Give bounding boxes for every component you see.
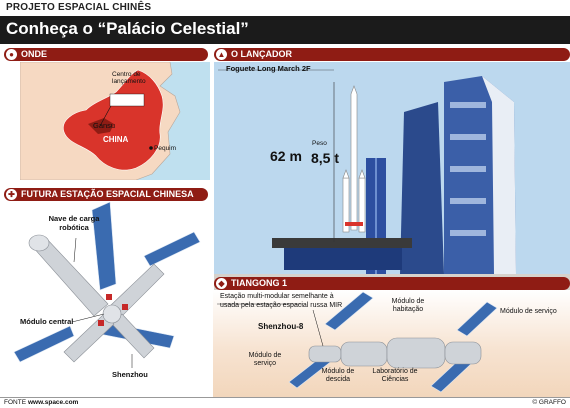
- central-module-label: Módulo central: [20, 317, 74, 326]
- cargo-leader: [73, 237, 77, 263]
- section-futura-title: FUTURA ESTAÇÃO ESPACIAL CHINESA: [21, 189, 194, 199]
- rocket-name: Foguete Long March 2F: [226, 64, 311, 73]
- pequim-dot: [149, 146, 153, 150]
- credit: © GRAFFO: [532, 399, 566, 406]
- service-module-right-label: Módulo de serviço: [500, 308, 557, 315]
- pequim-label: Pequim: [154, 145, 177, 152]
- gansu-label: Gansu: [93, 121, 116, 130]
- section-lancador: ▲ O LANÇADOR: [214, 48, 570, 61]
- satellite-icon: ◆: [216, 278, 227, 289]
- weight-label: Peso: [312, 140, 327, 147]
- launch-box: [109, 93, 145, 107]
- shenzhou-label: Shenzhou: [112, 370, 148, 379]
- service-tower: [366, 76, 516, 274]
- kicker: PROJETO ESPACIAL CHINÊS: [6, 2, 152, 13]
- map: [20, 62, 210, 180]
- tiangong-drawing: [217, 291, 498, 393]
- rocket-height: 62 m: [270, 148, 302, 164]
- section-tiangong: ◆ TIANGONG 1: [214, 277, 570, 290]
- source-link[interactable]: www.space.com: [28, 399, 79, 406]
- cargo-ship-label: Nave de carga robótica: [48, 214, 100, 232]
- science-lab-label: Laboratório de Ciências: [372, 368, 418, 383]
- pin-icon: ●: [6, 49, 17, 60]
- launch-base: [284, 248, 402, 270]
- section-onde: ● ONDE: [4, 48, 208, 61]
- station-icon: ✚: [6, 189, 17, 200]
- launch-scene: [214, 62, 570, 290]
- section-onde-title: ONDE: [21, 49, 48, 59]
- page-title: Conheça o “Palácio Celestial”: [6, 19, 249, 38]
- section-futura: ✚ FUTURA ESTAÇÃO ESPACIAL CHINESA: [4, 188, 208, 201]
- tiangong-description: Estação multi-modular semelhante à usada…: [220, 293, 343, 309]
- station-panels: [13, 202, 201, 363]
- tiangong-panels: [288, 291, 498, 393]
- station-docking-rings: [98, 294, 128, 326]
- launch-platform: [272, 238, 412, 248]
- china-label: CHINA: [103, 135, 129, 144]
- source-label: FONTE: [4, 399, 27, 406]
- habitation-module-label: Módulo de habitação: [391, 298, 425, 313]
- section-tiangong-title: TIANGONG 1: [231, 278, 288, 288]
- footer: FONTE www.space.com © GRAFFO: [0, 397, 570, 408]
- title-bar: Conheça o “Palácio Celestial”: [0, 16, 570, 44]
- central-leader: [71, 313, 105, 323]
- sz8-leader: [312, 309, 324, 347]
- rocket-weight: 8,5 t: [311, 150, 340, 166]
- tiangong-modules: [308, 337, 482, 369]
- future-station: [13, 202, 201, 368]
- service-module-left-label: Módulo de serviço: [248, 352, 282, 367]
- rocket-icon: ▲: [216, 49, 227, 60]
- section-lancador-title: O LANÇADOR: [231, 49, 292, 59]
- shenzhou8-label: Shenzhou-8: [258, 322, 304, 331]
- rocket: [342, 85, 366, 233]
- map-gansu: [88, 118, 114, 134]
- descent-module-label: Módulo de descida: [321, 368, 355, 383]
- launch-label: Centro de lançamento: [112, 71, 146, 85]
- launch-leader: [99, 103, 113, 127]
